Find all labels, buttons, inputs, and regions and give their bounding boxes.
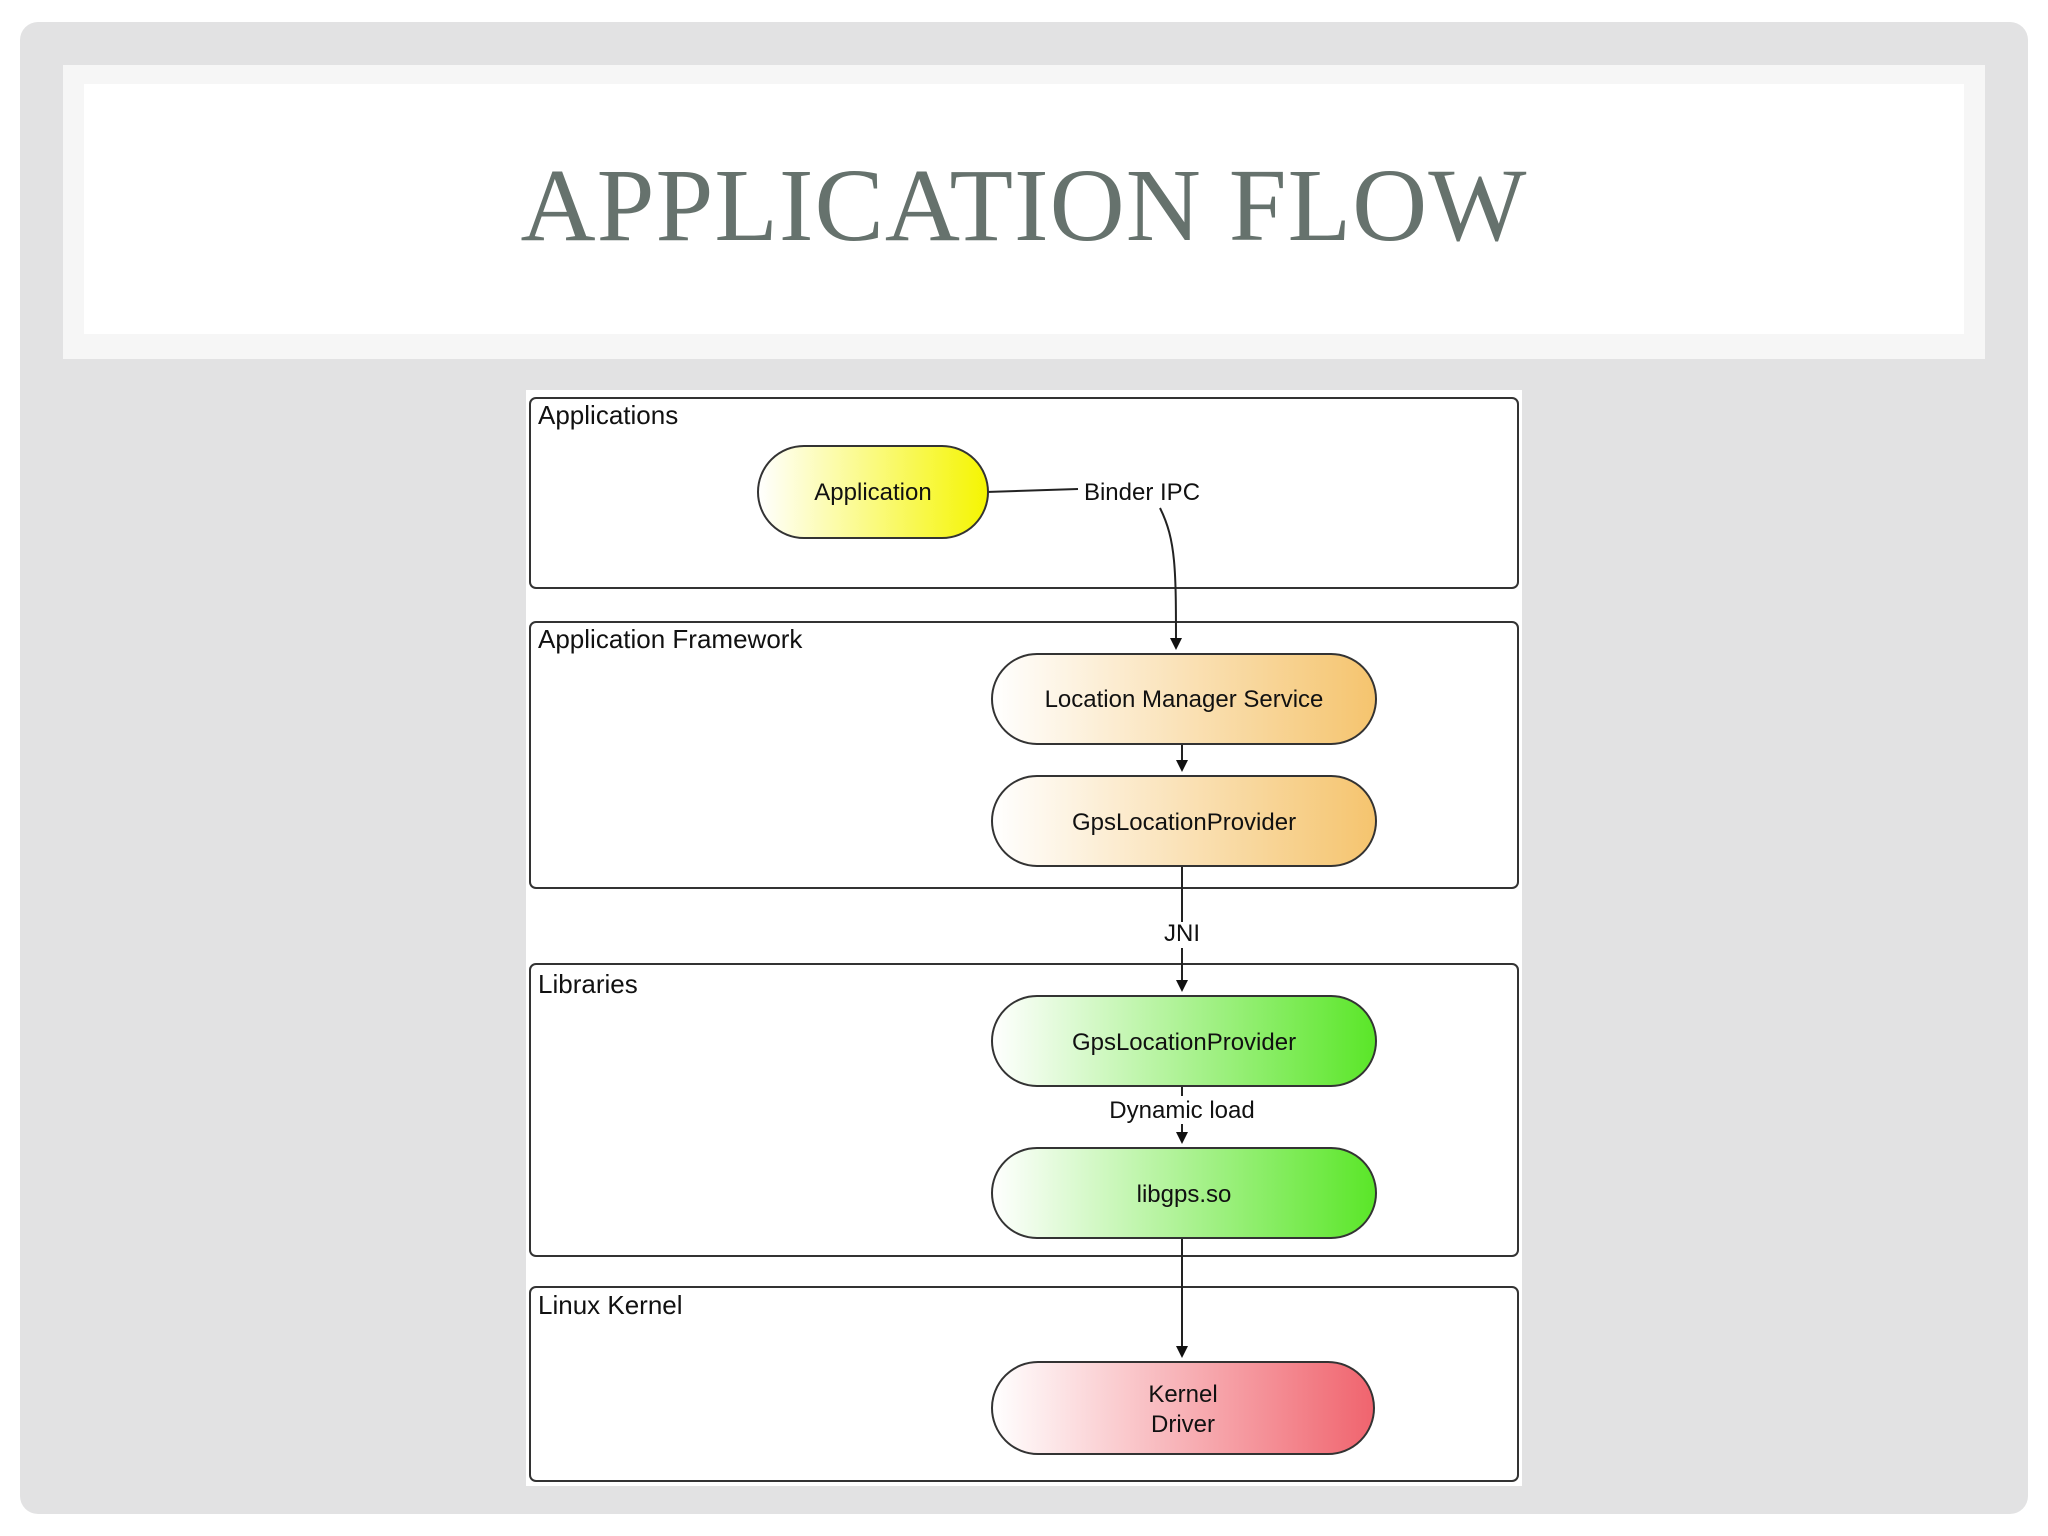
connector-dynamic-load: Dynamic load [1109,1086,1255,1144]
node-gps-provider-library-label: GpsLocationProvider [1072,1029,1296,1056]
layer-label-kernel: Linux Kernel [538,1290,683,1320]
binder-ipc-label: Binder IPC [1084,479,1200,506]
node-libgps: libgps.so [991,1147,1377,1239]
node-kernel-driver: Kernel Driver [991,1361,1375,1455]
node-location-manager-label: Location Manager Service [1045,686,1324,713]
architecture-diagram: Applications Application Framework Libra… [526,390,1522,1486]
connector-binder-ipc: Binder IPC [985,479,1200,650]
node-application: Application [757,445,989,539]
jni-label: JNI [1164,920,1200,947]
layer-label-framework: Application Framework [538,624,803,654]
layer-label-applications: Applications [538,400,678,430]
node-kernel-driver-label-line1: Kernel [1148,1381,1217,1408]
connector-jni: JNI [1164,866,1200,992]
diagram-canvas: Applications Application Framework Libra… [529,397,1519,1482]
layer-applications: Applications [529,397,1519,589]
slide-title: APPLICATION FLOW [520,147,1528,263]
title-area: APPLICATION FLOW [84,84,1964,334]
node-gps-provider-framework-label: GpsLocationProvider [1072,809,1296,836]
node-libgps-label: libgps.so [1137,1181,1232,1208]
node-gps-location-provider-library: GpsLocationProvider [991,995,1377,1087]
layer-label-libraries: Libraries [538,969,638,999]
node-location-manager-service: Location Manager Service [991,653,1377,745]
node-gps-location-provider-framework: GpsLocationProvider [991,775,1377,867]
node-application-label: Application [814,479,931,506]
node-kernel-driver-label-line2: Driver [1151,1411,1215,1438]
dynamic-load-label: Dynamic load [1109,1097,1254,1124]
